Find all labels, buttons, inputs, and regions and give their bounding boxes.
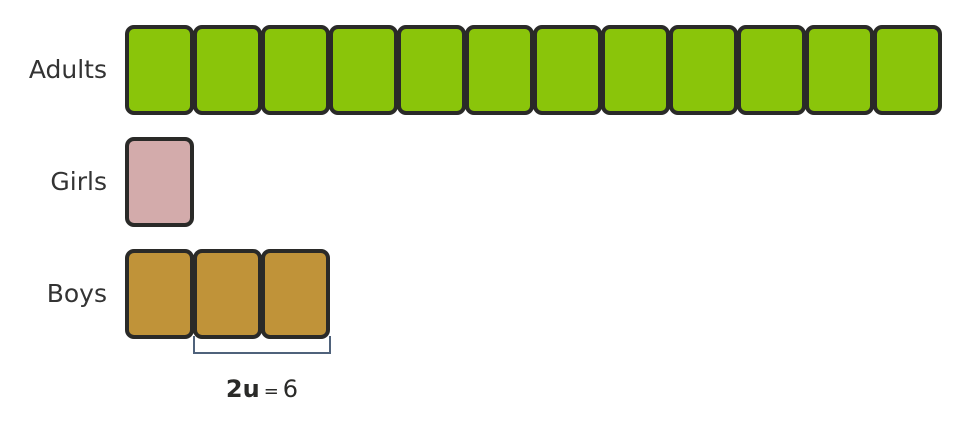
unit-block-boys (193, 249, 262, 339)
equation-rhs: 6 (282, 375, 299, 403)
unit-block-boys (261, 249, 330, 339)
unit-block-adults (465, 25, 534, 115)
equation-lhs: 2u (225, 375, 260, 403)
unit-block-adults (329, 25, 398, 115)
row-label-girls: Girls (50, 167, 107, 196)
unit-block-adults (873, 25, 942, 115)
brace-bracket (193, 336, 331, 354)
unit-block-adults (193, 25, 262, 115)
row-label-adults: Adults (28, 55, 107, 84)
unit-block-boys (125, 249, 194, 339)
unit-block-adults (601, 25, 670, 115)
unit-block-adults (533, 25, 602, 115)
equation-operator: = (263, 381, 279, 402)
row-label-boys: Boys (46, 279, 107, 308)
unit-block-girls (125, 137, 194, 227)
unit-block-adults (737, 25, 806, 115)
unit-block-adults (805, 25, 874, 115)
unit-block-adults (669, 25, 738, 115)
unit-block-adults (261, 25, 330, 115)
unit-block-adults (397, 25, 466, 115)
unit-block-adults (125, 25, 194, 115)
equation-label: 2u=6 (193, 374, 331, 407)
